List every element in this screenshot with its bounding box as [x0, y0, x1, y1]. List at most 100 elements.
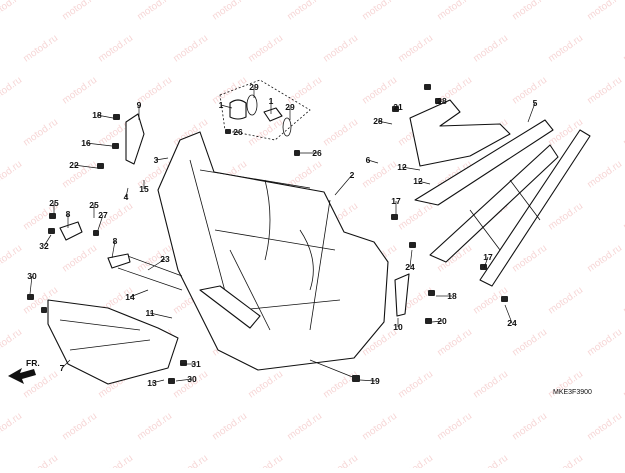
callout-number: 31: [191, 359, 201, 369]
leader-line: [61, 359, 71, 369]
leader-line: [431, 320, 443, 323]
callout-number: 10: [393, 322, 403, 332]
callout-number: 29: [285, 102, 295, 112]
watermark-text: motod.ru: [471, 369, 510, 401]
watermark-text: motod.ru: [621, 33, 625, 65]
callout-number: 3: [154, 155, 159, 165]
callout-number: 18: [92, 110, 102, 120]
leader-line: [43, 234, 52, 247]
watermark-text: motod.ru: [21, 453, 60, 468]
watermark-text: motod.ru: [135, 411, 174, 443]
watermark-text: motod.ru: [321, 369, 360, 401]
callout-number: 17: [391, 196, 401, 206]
watermark-text: motod.ru: [471, 33, 510, 65]
watermark-text: motod.ru: [360, 0, 399, 22]
leader-line: [393, 106, 399, 111]
watermark-text: motod.ru: [21, 33, 60, 65]
watermark-text: motod.ru: [396, 453, 435, 468]
watermark-text: motod.ru: [621, 201, 625, 233]
watermark-text: motod.ru: [585, 411, 624, 443]
watermark-text: motod.ru: [321, 453, 360, 468]
watermark-text: motod.ru: [321, 117, 360, 149]
watermark-text: motod.ru: [60, 0, 99, 22]
watermark-text: motod.ru: [246, 369, 285, 401]
watermark-text: motod.ru: [135, 0, 174, 22]
callout-number: 13: [147, 378, 157, 388]
callout-number: 19: [370, 376, 380, 386]
watermark-text: motod.ru: [321, 33, 360, 65]
callout-number: 18: [447, 291, 457, 301]
watermark-text: motod.ru: [621, 369, 625, 401]
callout-number: 12: [397, 162, 407, 172]
leader-line: [96, 114, 114, 119]
leader-line: [125, 187, 129, 198]
watermark-text: motod.ru: [435, 411, 474, 443]
callout-number: 4: [124, 192, 129, 202]
leader-line: [401, 166, 421, 171]
watermark-text: motod.ru: [60, 75, 99, 107]
leader-line: [367, 159, 379, 164]
callout-number: 29: [249, 82, 259, 92]
callout-number: 25: [89, 200, 99, 210]
callout-number: 8: [66, 209, 71, 219]
watermark-text: motod.ru: [585, 327, 624, 359]
watermark-text: motod.ru: [510, 411, 549, 443]
callout-number: 7: [60, 363, 65, 373]
leader-line: [147, 258, 166, 271]
watermark-text: motod.ru: [546, 201, 585, 233]
callout-number: 1: [269, 96, 274, 106]
long-bolts: [117, 254, 360, 382]
watermark-text: motod.ru: [396, 201, 435, 233]
leader-line: [504, 304, 513, 324]
callout-number: 23: [160, 254, 170, 264]
watermark-text: motod.ru: [171, 453, 210, 468]
watermark-text: motod.ru: [171, 33, 210, 65]
diagram-code: MKE3F3900: [553, 389, 592, 396]
watermark-text: motod.ru: [435, 0, 474, 22]
leader-line: [483, 256, 489, 269]
callout-number: 21: [393, 102, 403, 112]
watermark-text: motod.ru: [546, 285, 585, 317]
skid-plate: [47, 299, 179, 385]
watermark-text: motod.ru: [0, 411, 24, 443]
leader-line: [149, 312, 173, 319]
bracket-kit-box: [219, 79, 311, 141]
watermark-text: motod.ru: [0, 159, 24, 191]
watermark-text: motod.ru: [0, 75, 24, 107]
watermark-text: motod.ru: [546, 33, 585, 65]
watermark-text: motod.ru: [360, 411, 399, 443]
callout-number: 26: [312, 148, 322, 158]
subframe: [414, 119, 591, 287]
callout-number: 9: [137, 100, 142, 110]
callout-number: 28: [373, 116, 383, 126]
watermark-text: motod.ru: [585, 75, 624, 107]
leader-line: [334, 174, 353, 196]
watermark-text: motod.ru: [96, 33, 135, 65]
leader-line: [175, 378, 193, 382]
rear-bracket: [392, 84, 511, 167]
watermark-text: motod.ru: [585, 159, 624, 191]
fasteners: [27, 113, 508, 384]
callout-number: 1: [219, 100, 224, 110]
leader-line: [527, 102, 536, 123]
direction-label: FR.: [26, 358, 40, 368]
callout-number: 25: [49, 198, 59, 208]
front-direction-arrow: FR.: [8, 358, 40, 384]
watermark-text: motod.ru: [246, 453, 285, 468]
watermark-text: motod.ru: [621, 285, 625, 317]
leader-line: [129, 289, 149, 298]
main-frame: [157, 131, 389, 371]
leader-line: [417, 180, 431, 185]
watermark-text: motod.ru: [546, 453, 585, 468]
watermark-text: motod.ru: [285, 0, 324, 22]
watermark-text: motod.ru: [0, 243, 24, 275]
leader-line: [151, 379, 165, 384]
callout-number: 14: [125, 292, 135, 302]
watermark-text: motod.ru: [396, 369, 435, 401]
callout-number: 5: [533, 98, 538, 108]
leader-line: [155, 157, 169, 161]
watermark-text: motod.ru: [246, 33, 285, 65]
leader-line: [359, 379, 376, 382]
watermark-text: motod.ru: [510, 0, 549, 22]
